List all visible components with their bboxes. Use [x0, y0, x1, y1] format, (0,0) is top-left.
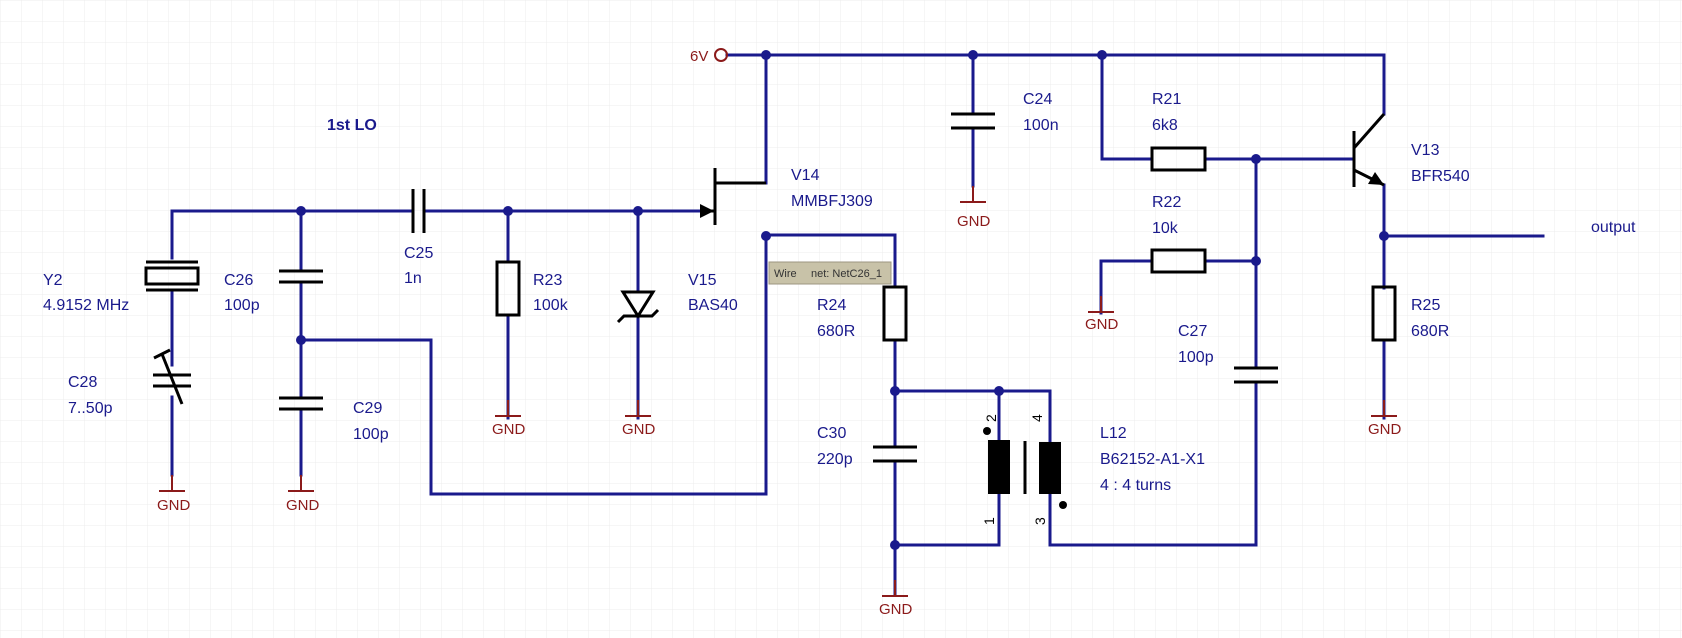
- c26-value: 100p: [224, 297, 260, 314]
- gnd-symbol: GND: [286, 475, 320, 514]
- c28-value: 7..50p: [68, 400, 113, 417]
- gnd-symbol: GND: [1368, 400, 1402, 438]
- svg-text:GND: GND: [157, 497, 191, 514]
- l12-pin-4: 4: [1029, 414, 1045, 422]
- power-label: 6V: [690, 48, 708, 65]
- svg-text:GND: GND: [1085, 316, 1119, 333]
- v13-ref: V13: [1411, 142, 1440, 159]
- svg-text:GND: GND: [622, 421, 656, 438]
- svg-text:GND: GND: [492, 421, 526, 438]
- svg-text:GND: GND: [286, 497, 320, 514]
- gnd-symbol: GND: [1085, 296, 1119, 333]
- c30-value: 220p: [817, 451, 853, 468]
- net-tooltip: Wire net: NetC26_1: [768, 261, 892, 285]
- jfet-v14[interactable]: [700, 168, 766, 225]
- l12-value: B62152-A1-X1: [1100, 451, 1205, 468]
- l12-note: 4 : 4 turns: [1100, 477, 1171, 494]
- gnd-symbol: GND: [157, 475, 191, 514]
- capacitor-c30[interactable]: [873, 445, 917, 463]
- c25-value: 1n: [404, 270, 422, 287]
- r21-ref: R21: [1152, 91, 1181, 108]
- y2-ref: Y2: [43, 272, 63, 289]
- c29-value: 100p: [353, 426, 389, 443]
- crystal-y2[interactable]: [144, 260, 200, 292]
- c28-ref: C28: [68, 374, 97, 391]
- v14-value: MMBFJ309: [791, 193, 873, 210]
- l12-pin-1: 1: [981, 517, 997, 525]
- capacitor-c26[interactable]: [279, 269, 323, 284]
- r23-value: 100k: [533, 297, 569, 314]
- capacitor-c28[interactable]: [153, 348, 191, 405]
- capacitor-c29[interactable]: [279, 396, 323, 411]
- svg-text:GND: GND: [1368, 421, 1402, 438]
- transformer-l12[interactable]: 2 4 1 3: [981, 414, 1067, 525]
- resistor-r21[interactable]: [1150, 146, 1207, 172]
- l12-ref: L12: [1100, 425, 1127, 442]
- resistor-r24[interactable]: [882, 285, 908, 342]
- transistor-v13[interactable]: [1352, 113, 1386, 187]
- gnd-symbol: GND: [879, 580, 913, 618]
- y2-value: 4.9152 MHz: [43, 297, 129, 314]
- c30-ref: C30: [817, 425, 846, 442]
- l12-pin-3: 3: [1032, 517, 1048, 525]
- v15-value: BAS40: [688, 297, 738, 314]
- c26-ref: C26: [224, 272, 253, 289]
- diode-v15[interactable]: [616, 290, 660, 324]
- c25-ref: C25: [404, 245, 433, 262]
- schematic-title: 1st LO: [327, 117, 377, 134]
- r22-ref: R22: [1152, 194, 1181, 211]
- c24-value: 100n: [1023, 117, 1059, 134]
- r24-ref: R24: [817, 297, 846, 314]
- junction-dots: [296, 50, 1389, 550]
- r24-value: 680R: [817, 323, 855, 340]
- c24-ref: C24: [1023, 91, 1052, 108]
- r25-value: 680R: [1411, 323, 1449, 340]
- tooltip-kind: Wire: [774, 268, 797, 280]
- gnd-symbol: GND: [622, 400, 656, 438]
- power-symbol-6v[interactable]: 6V: [690, 48, 728, 65]
- capacitor-c27[interactable]: [1234, 366, 1278, 384]
- gnd-symbol: GND: [957, 186, 991, 230]
- capacitor-c25[interactable]: [411, 189, 426, 233]
- l12-pin-2: 2: [983, 414, 999, 422]
- svg-text:GND: GND: [957, 213, 991, 230]
- capacitor-c24[interactable]: [951, 112, 995, 130]
- resistor-r23[interactable]: [495, 260, 521, 317]
- r22-value: 10k: [1152, 220, 1179, 237]
- v13-value: BFR540: [1411, 168, 1470, 185]
- v15-ref: V15: [688, 272, 717, 289]
- resistor-r25[interactable]: [1371, 285, 1397, 342]
- r21-value: 6k8: [1152, 117, 1178, 134]
- r25-ref: R25: [1411, 297, 1440, 314]
- c27-ref: C27: [1178, 323, 1207, 340]
- r23-ref: R23: [533, 272, 562, 289]
- resistor-r22[interactable]: [1150, 248, 1207, 274]
- tooltip-net: net: NetC26_1: [811, 268, 882, 280]
- v14-ref: V14: [791, 167, 820, 184]
- gnd-symbol: GND: [492, 400, 526, 438]
- c29-ref: C29: [353, 400, 382, 417]
- c27-value: 100p: [1178, 349, 1214, 366]
- svg-text:GND: GND: [879, 601, 913, 618]
- output-label: output: [1591, 219, 1636, 236]
